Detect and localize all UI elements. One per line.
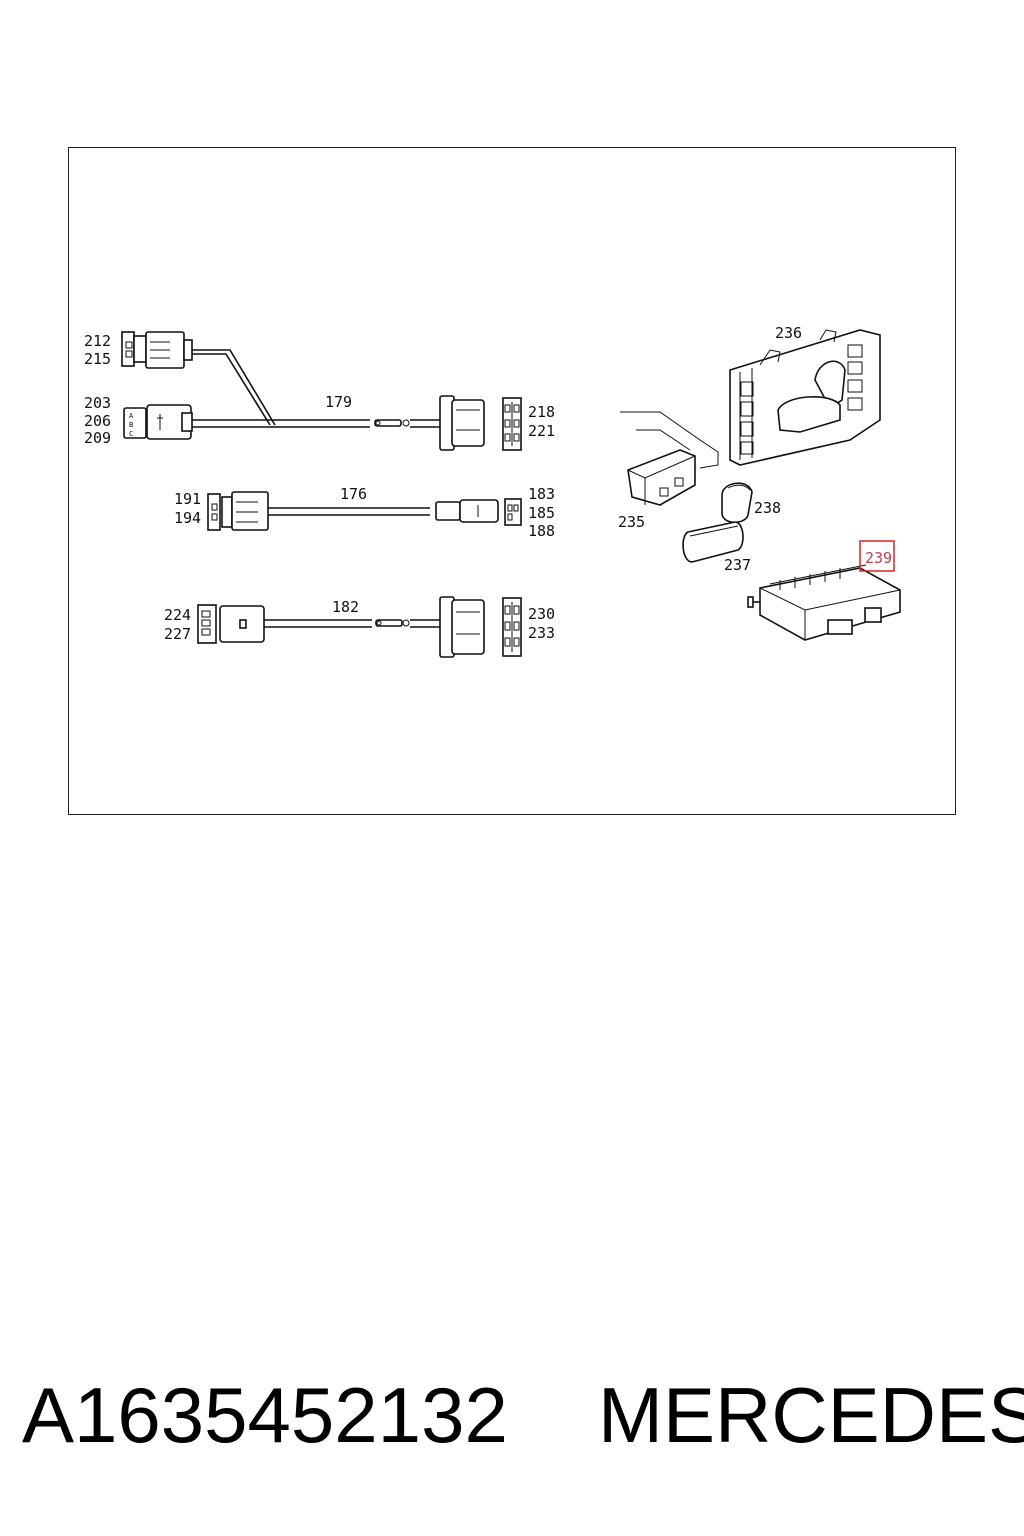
part-number: A1635452132 [22, 1371, 508, 1459]
svg-text:B: B [129, 421, 133, 429]
label-221: 221 [528, 422, 555, 440]
button-237[interactable] [682, 521, 744, 563]
label-194: 194 [174, 509, 201, 527]
connector-212-215[interactable] [121, 331, 135, 367]
label-233: 233 [528, 624, 555, 642]
connector-191-194[interactable] [207, 493, 221, 531]
label-237: 237 [724, 556, 751, 574]
label-235: 235 [618, 513, 645, 531]
label-236: 236 [775, 324, 802, 342]
svg-text:C: C [129, 430, 133, 438]
harness-182 [197, 596, 522, 658]
label-218: 218 [528, 403, 555, 421]
harness-176 [207, 491, 522, 531]
label-182: 182 [332, 598, 359, 616]
label-209: 209 [84, 429, 111, 447]
button-238[interactable] [721, 482, 753, 524]
label-230: 230 [528, 605, 555, 623]
label-224: 224 [164, 606, 191, 624]
seat-switch-panel-236[interactable] [729, 329, 881, 466]
control-module-239[interactable] [747, 564, 901, 641]
switch-235[interactable] [620, 411, 719, 506]
connector-183-185-188[interactable] [504, 498, 522, 526]
label-183: 183 [528, 485, 555, 503]
label-185: 185 [528, 504, 555, 522]
label-215: 215 [84, 350, 111, 368]
diagram-frame [68, 147, 956, 815]
label-188: 188 [528, 522, 555, 540]
label-206: 206 [84, 412, 111, 430]
harness-179: A B C [121, 331, 522, 451]
svg-text:A: A [129, 412, 134, 420]
brand-name: MERCEDES [598, 1371, 1024, 1459]
label-238: 238 [754, 499, 781, 517]
caption-bar: A1635452132 MERCEDES [0, 1370, 1024, 1470]
label-176: 176 [340, 485, 367, 503]
label-212: 212 [84, 332, 111, 350]
highlight-box-239 [859, 540, 895, 572]
connector-203-206-209[interactable] [123, 407, 147, 439]
label-203: 203 [84, 394, 111, 412]
label-227: 227 [164, 625, 191, 643]
label-191: 191 [174, 490, 201, 508]
label-179: 179 [325, 393, 352, 411]
part-labels: 212 215 203 206 209 179 218 221 191 194 … [84, 324, 895, 643]
label-239[interactable]: 239 [865, 549, 892, 567]
